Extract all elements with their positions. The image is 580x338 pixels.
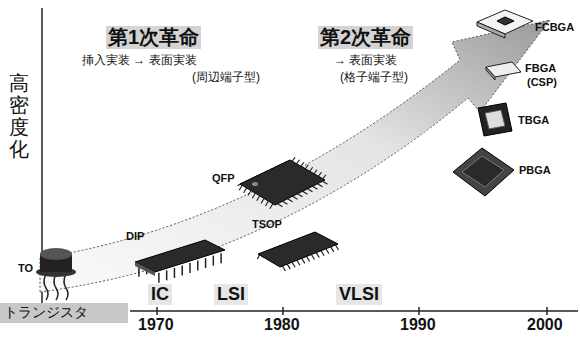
lead-stroke [181, 265, 183, 275]
lead-stroke [313, 186, 318, 189]
year-label: 2000 [527, 316, 563, 334]
lead-stroke [307, 256, 310, 261]
lead-stroke [314, 170, 317, 174]
lead-stroke [308, 189, 313, 192]
lead-stroke [282, 266, 285, 271]
lead-stroke [331, 247, 334, 252]
lead-stroke [318, 172, 321, 176]
dip-package [135, 240, 225, 283]
revolution-title: 第1次革命 [106, 26, 201, 49]
lead-stroke [292, 157, 295, 161]
lead-stroke [297, 160, 300, 164]
tbga-package [478, 103, 512, 136]
lead-stroke [220, 253, 222, 263]
era-label: トランジスタ [0, 303, 128, 323]
revolution-note: (格子端子型) [340, 71, 408, 85]
lead-stroke [239, 185, 242, 190]
lead-stroke [248, 191, 251, 196]
revolution-title: 第2次革命 [318, 26, 413, 49]
lead-stroke [292, 262, 295, 267]
era-band: トランジスタ [0, 303, 128, 323]
package-name: (CSP) [527, 76, 557, 89]
revolution-note: → 表面実装 [334, 54, 397, 68]
lead-stroke [326, 249, 329, 254]
pbga-package [453, 148, 514, 196]
lead-stroke [265, 201, 268, 206]
lead-stroke [323, 175, 326, 179]
trend-arrow [40, 20, 550, 292]
x-axis [130, 310, 578, 312]
lead-stroke [174, 268, 176, 278]
lead-stroke [298, 194, 303, 197]
lead-stroke [257, 196, 260, 201]
lead-stroke [310, 167, 313, 171]
lead-stroke [166, 270, 168, 280]
revolution-note: 挿入実装 → 表面実装 [82, 54, 197, 68]
lead-stroke [278, 204, 283, 207]
lead-stroke [316, 253, 319, 258]
lead-stroke [189, 263, 191, 273]
package-name: TBGA [518, 114, 549, 127]
revolution-note: (周辺端子型) [192, 71, 260, 85]
year-label: 1990 [400, 316, 436, 334]
qfp-package [238, 157, 328, 208]
lead-stroke [283, 201, 288, 204]
lead-stroke [288, 199, 293, 202]
package-name: PBGA [519, 164, 551, 177]
era-label: VLSI [336, 284, 382, 305]
lead-stroke [270, 204, 273, 209]
package-name: FCBGA [535, 21, 574, 34]
package-name: QFP [212, 172, 235, 185]
lead-stroke [321, 251, 324, 256]
axis-ticks [157, 307, 547, 315]
tsop-package [257, 232, 338, 271]
package-name: TO [18, 262, 33, 275]
lead-stroke [252, 193, 255, 198]
lead-stroke [302, 258, 305, 263]
lead-stroke [318, 184, 323, 187]
era-label: LSI [214, 284, 248, 305]
package-name: FBGA [525, 62, 556, 75]
lead-stroke [305, 165, 308, 169]
lead-stroke [213, 256, 215, 266]
lead-stroke [205, 258, 207, 268]
package-name: TSOP [252, 218, 282, 231]
lead-stroke [293, 196, 298, 199]
fcbga-package [477, 10, 533, 38]
lead-stroke [244, 188, 247, 193]
lead-stroke [297, 260, 300, 265]
to-package [36, 248, 76, 300]
lead-stroke [336, 245, 339, 250]
lead-stroke [44, 274, 48, 300]
lead-stroke [261, 198, 264, 203]
lead-stroke [54, 274, 58, 300]
lead-stroke [158, 273, 160, 283]
year-label: 1980 [264, 316, 300, 334]
lead-stroke [301, 162, 304, 166]
lead-stroke [323, 181, 328, 184]
year-label: 1970 [138, 316, 174, 334]
lead-stroke [311, 255, 314, 260]
lead-stroke [287, 264, 290, 269]
lead-stroke [303, 191, 308, 194]
package-name: DIP [126, 230, 144, 243]
lead-stroke [64, 274, 68, 300]
axis-title: 高密度化 [9, 72, 29, 160]
fbga-package [486, 62, 521, 80]
era-label: IC [148, 284, 172, 305]
lead-stroke [197, 261, 199, 271]
